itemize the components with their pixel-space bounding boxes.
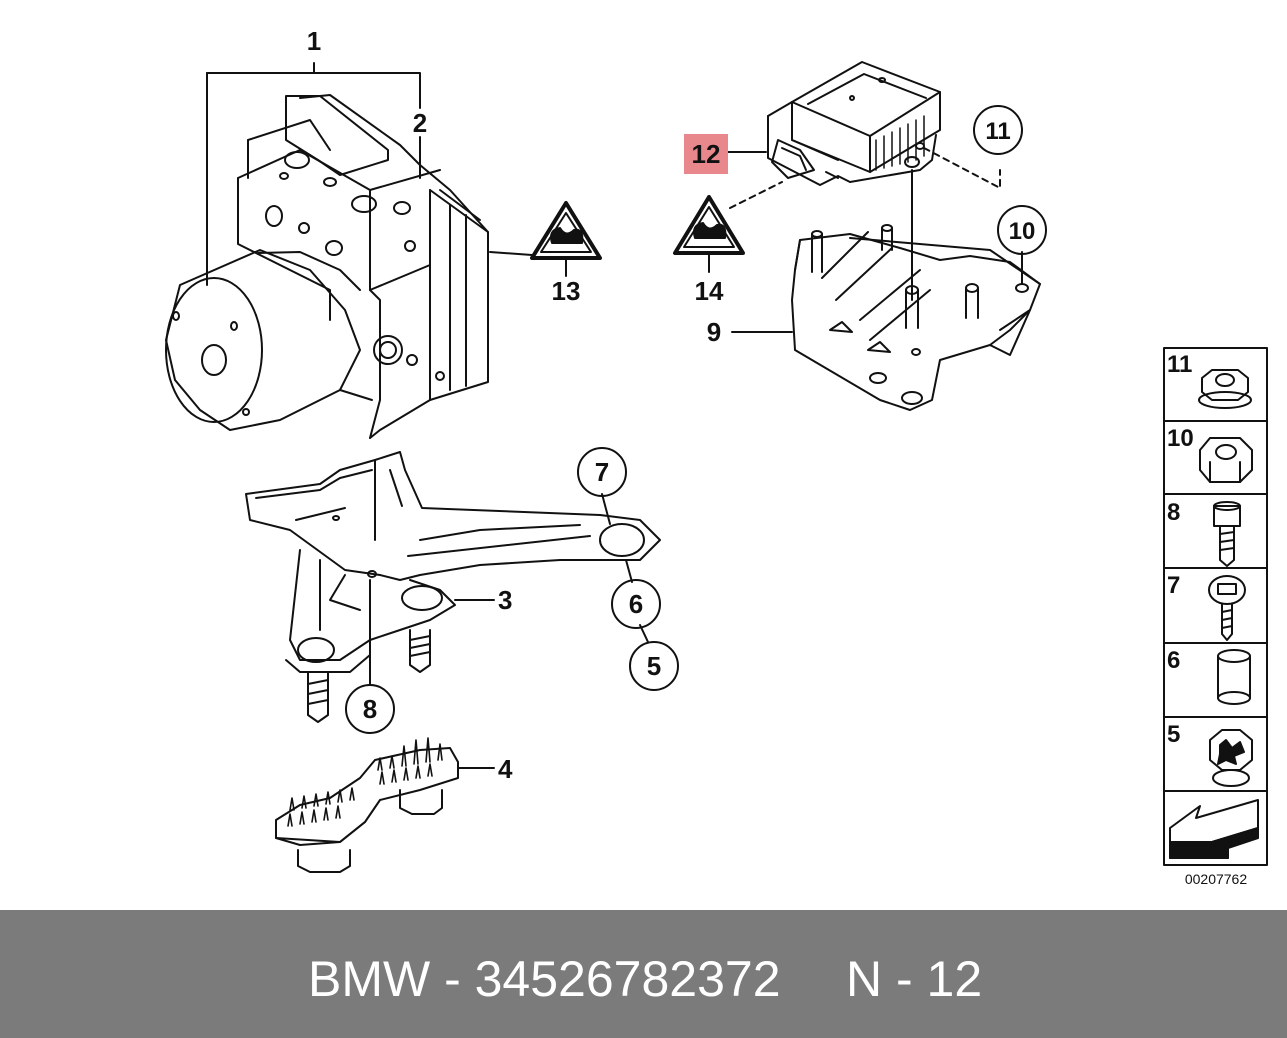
callout-14-leader — [729, 181, 783, 209]
rubber-mount-plate — [275, 737, 459, 873]
hex-bolt-icon — [1213, 501, 1241, 567]
legend-label-7: 7 — [1167, 572, 1180, 599]
callout-circle-10 — [997, 205, 1047, 255]
callout-13-leader — [489, 251, 533, 256]
callout-4: 4 — [498, 754, 513, 784]
abs-hydraulic-unit — [165, 94, 489, 439]
callout-6-leader — [625, 559, 633, 583]
sensor-bracket — [791, 224, 1041, 411]
doc-number: 00207762 — [1185, 871, 1248, 887]
flange-nut-icon — [1198, 369, 1252, 409]
footer-bar: BMW - 34526782372 N - 12 — [0, 910, 1287, 1038]
highlight-box-12 — [684, 134, 728, 174]
callout-10: 10 — [1009, 218, 1036, 245]
callout-5: 5 — [647, 651, 661, 681]
hex-nut-icon — [1199, 437, 1253, 483]
callout-8: 8 — [363, 694, 377, 724]
yaw-rate-sensor — [767, 61, 941, 186]
callout-circle-7 — [577, 447, 627, 497]
callout-2: 2 — [413, 108, 427, 138]
legend-label-10: 10 — [1167, 425, 1194, 452]
legend-label-6: 6 — [1167, 647, 1180, 674]
arrow-icon — [1169, 799, 1259, 859]
callout-7-leader — [601, 493, 611, 525]
legend-label-8: 8 — [1167, 499, 1180, 526]
callout-circle-8 — [345, 684, 395, 734]
mounting-bracket — [245, 451, 661, 723]
warning-triangle-13-icon — [530, 201, 602, 260]
callout-1: 1 — [307, 26, 321, 56]
legend-label-5: 5 — [1167, 721, 1180, 748]
callout-3: 3 — [498, 585, 512, 615]
callout-circle-6 — [611, 579, 661, 629]
part-number-text: BMW - 34526782372 — [308, 951, 781, 1007]
callout-11: 11 — [985, 118, 1010, 145]
callout-1-leader — [206, 62, 421, 286]
position-number-text: N - 12 — [846, 951, 983, 1007]
legend-table — [1163, 347, 1268, 866]
callout-9: 9 — [707, 317, 721, 347]
callout-6: 6 — [629, 589, 643, 619]
washer-bolt-icon — [1208, 575, 1246, 641]
warning-triangle-14-icon — [673, 195, 745, 255]
callout-circle-11 — [973, 105, 1023, 155]
callout-14: 14 — [695, 276, 724, 306]
legend-label-11: 11 — [1167, 351, 1192, 378]
callout-11-leader — [923, 147, 1001, 189]
callout-13: 13 — [552, 276, 581, 306]
spacer-sleeve-icon — [1217, 649, 1251, 705]
callout-7: 7 — [595, 457, 609, 487]
callout-12: 12 — [692, 139, 721, 169]
parts-diagram: 1 2 3 4 5 6 7 8 9 10 11 12 13 14 11 10 8… — [165, 26, 1268, 887]
callout-circle-5 — [629, 641, 679, 691]
rubber-mount-icon — [1209, 729, 1253, 787]
